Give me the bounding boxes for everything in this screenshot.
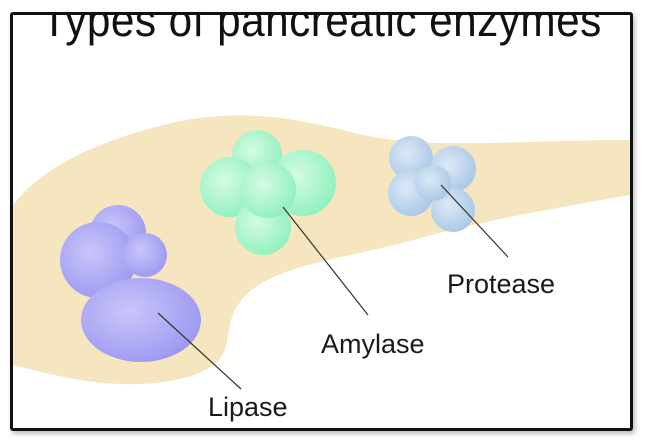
diagram-title: Types of pancreatic enzymes [41,12,602,46]
protease-label: Protease [447,269,556,299]
protease-leader-line [440,184,509,258]
diagram-frame: Types of pancreatic enzymes Lipase Amyla… [10,12,633,431]
amylase-molecule [200,130,336,255]
diagram-artwork [13,115,630,390]
lipase-leader-line [157,312,242,390]
protease-molecule [388,136,476,232]
amylase-label: Amylase [321,329,425,359]
amylase-leader-line [282,206,369,316]
lipase-label: Lipase [208,392,288,422]
lipase-molecule [60,205,201,362]
